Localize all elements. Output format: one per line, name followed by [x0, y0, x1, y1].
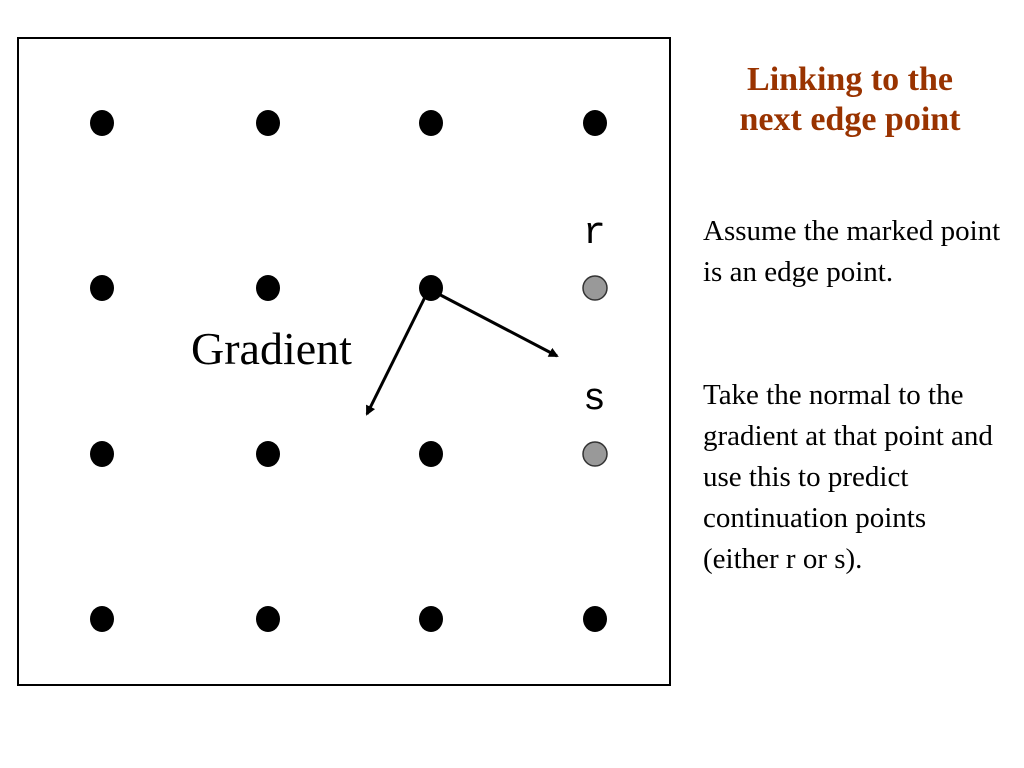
gradient-label: Gradient	[191, 323, 352, 374]
candidate-label-s: s	[583, 378, 606, 421]
paragraph-assumption: Assume the marked point is an edge point…	[703, 215, 1001, 288]
grid-point	[419, 110, 443, 136]
diagram-panel: Gradient r s	[17, 37, 671, 686]
gradient-arrow	[365, 288, 431, 416]
grid-point	[90, 606, 114, 632]
slide-title: Linking to the next edge point	[700, 60, 1000, 140]
grid-point	[90, 441, 114, 467]
grid-point	[256, 606, 280, 632]
marked-edge-point	[419, 275, 443, 301]
title-line-2: next edge point	[739, 101, 961, 138]
grid-diagram: Gradient r s	[90, 110, 608, 632]
grid-point	[256, 110, 280, 136]
grid-point	[583, 110, 607, 136]
normal-arrow	[428, 287, 559, 358]
grid-point	[90, 110, 114, 136]
grid-point	[256, 441, 280, 467]
grid-point	[583, 606, 607, 632]
candidate-point-r	[582, 275, 608, 301]
grid-point	[90, 275, 114, 301]
paragraph-method: Take the normal to the gradient at that …	[703, 379, 993, 575]
candidate-point-s	[582, 441, 608, 467]
grid-point	[419, 606, 443, 632]
title-line-1: Linking to the	[747, 61, 953, 98]
candidate-label-r: r	[583, 212, 606, 255]
grid-point	[256, 275, 280, 301]
grid-point	[419, 441, 443, 467]
